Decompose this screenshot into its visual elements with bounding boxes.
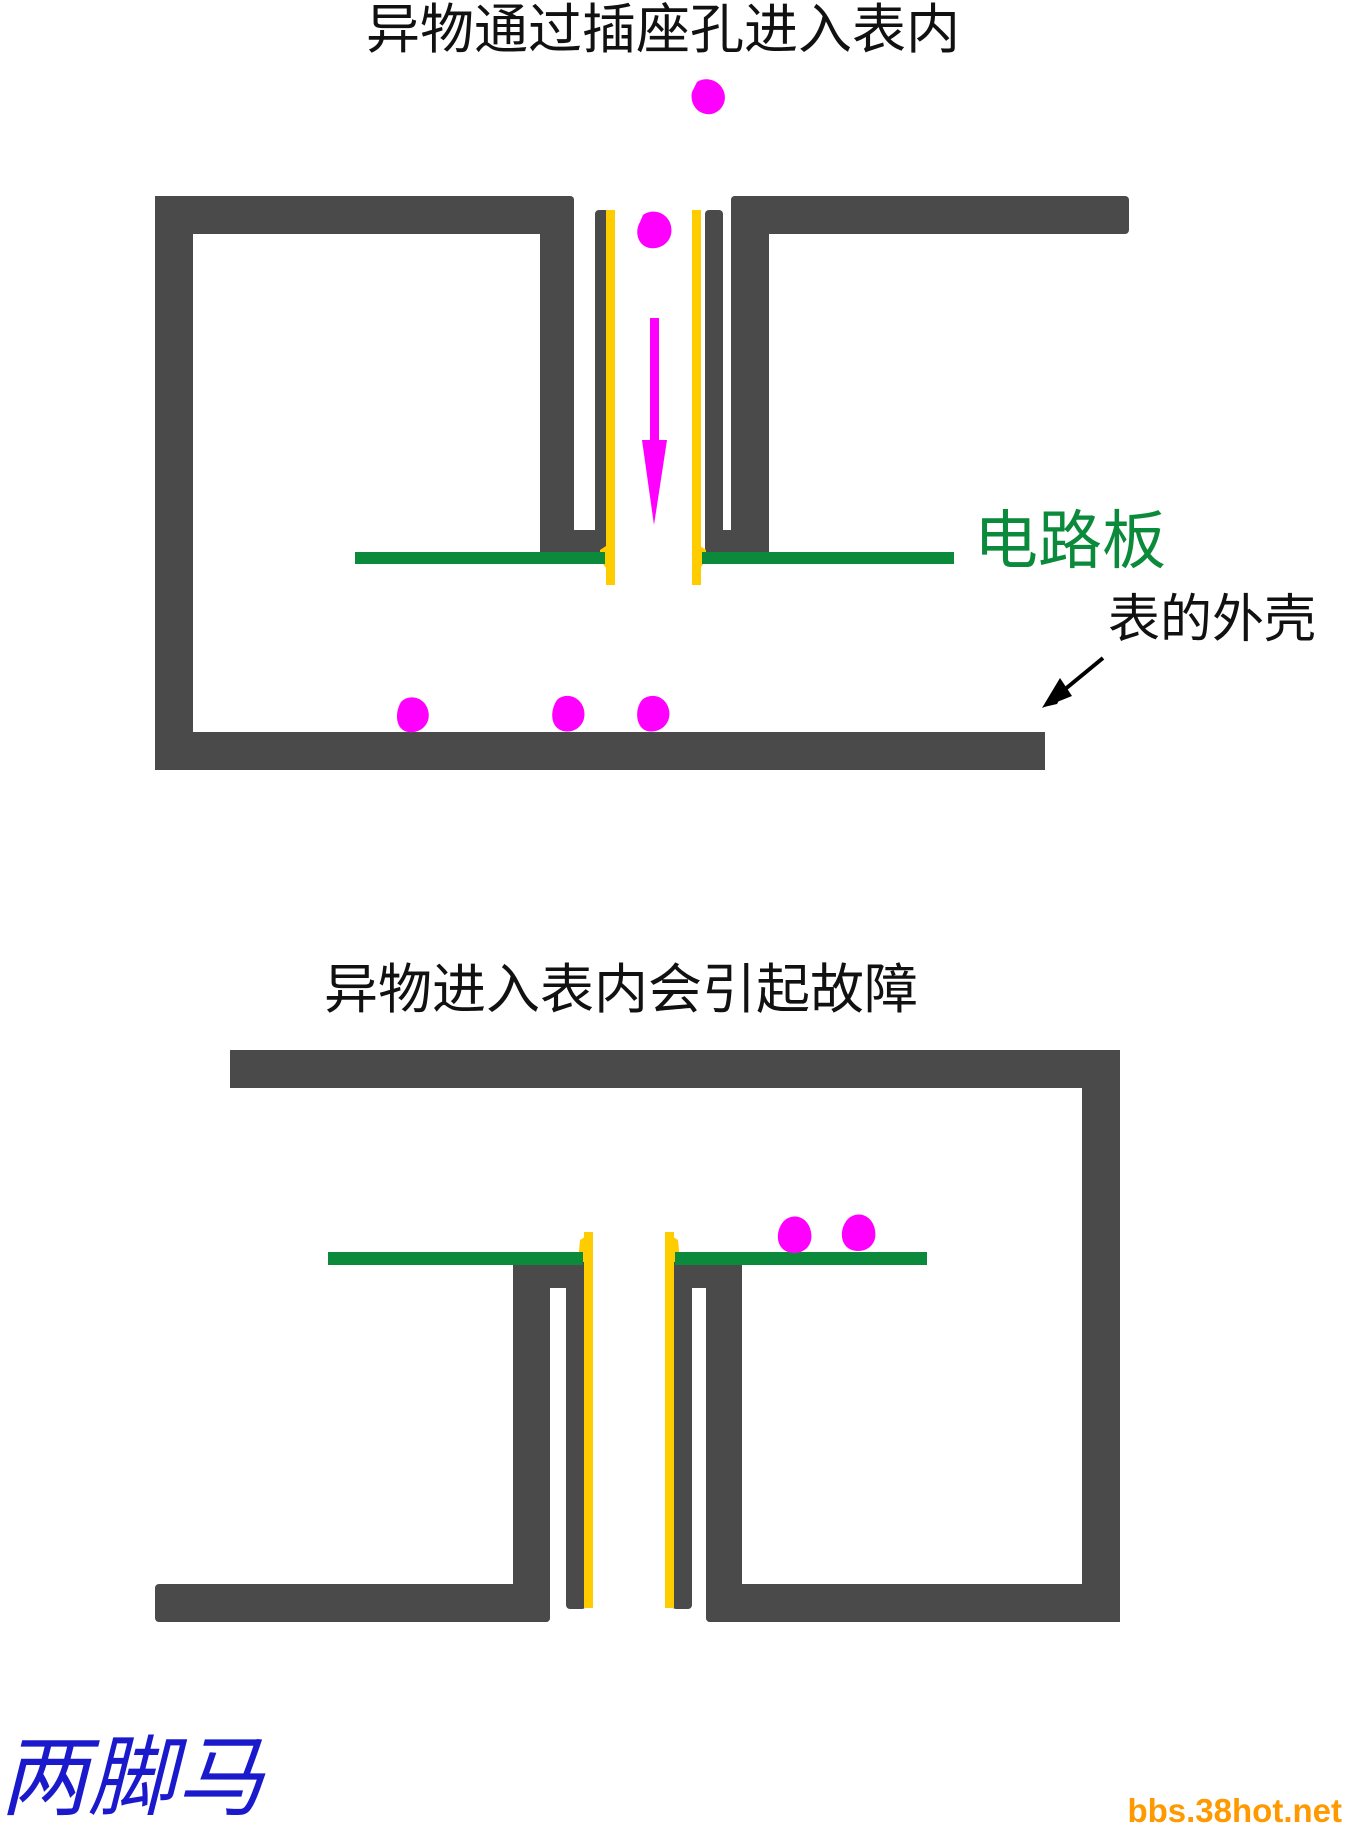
socket-sleeve-right-b [706,1262,742,1622]
top-diagram-title: 异物通过插座孔进入表内 [366,0,960,61]
socket-base-right [705,530,769,556]
meter-shell-bottom [155,1050,1120,1622]
circuit-board-left-bottom [328,1252,583,1265]
contact-left-top [606,210,615,585]
contact-left-bottom [584,1232,593,1608]
socket-inner-right [705,210,723,556]
socket-inner-left-b [566,1275,586,1609]
shell-left-wall [155,196,193,770]
socket-base-right-b [672,1262,742,1288]
shell-right-wall-b [1082,1050,1120,1622]
debris-on-board-2 [841,1214,876,1252]
circuit-board-label: 电路板 [974,505,1166,579]
shell-bottom-wall [155,732,1045,770]
debris-in-socket [637,211,672,249]
shell-top-wall-b [230,1050,1120,1088]
shell-top-left-wall [155,196,574,234]
socket-sleeve-left [540,196,574,556]
circuit-board-right-top [702,552,954,564]
contact-right-top [692,210,701,585]
shell-pointer-arrow [1042,656,1105,708]
socket-base-left-b [513,1262,586,1288]
debris-on-bottom-2 [552,695,585,732]
debris-on-board-1 [777,1216,812,1254]
contact-right-bottom [665,1232,674,1608]
signature: 两脚马 [0,1726,266,1829]
contact-right-solder-top [692,540,706,580]
meter-shell-top [155,196,1129,770]
falling-debris-particle [691,79,725,115]
shell-top-right-wall [731,196,1129,234]
shell-bottom-left-wall-b [155,1584,550,1622]
socket-inner-right-b [672,1275,692,1609]
socket-sleeve-left-b [513,1262,550,1622]
socket-sleeve-right [731,196,769,556]
contact-left-solder-top [600,540,615,580]
bottom-diagram-title: 异物进入表内会引起故障 [324,958,918,1021]
shell-bottom-right-wall-b [706,1584,1120,1622]
debris-on-bottom-3 [637,695,670,732]
shell-label: 表的外壳 [1108,590,1316,650]
fall-direction-arrow [642,318,667,525]
circuit-board-right-bottom [675,1252,927,1265]
circuit-board-left-top [355,552,605,564]
watermark: bbs.38hot.net [1127,1792,1342,1829]
debris-on-bottom-1 [396,697,429,733]
